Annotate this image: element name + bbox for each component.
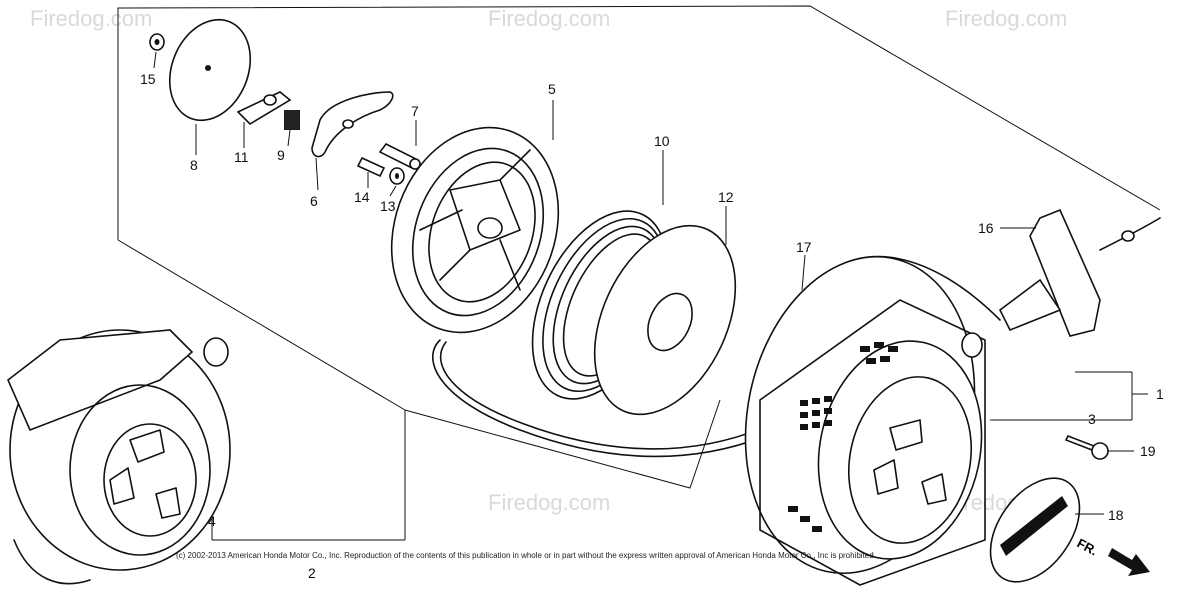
callout-15: 15	[140, 71, 156, 87]
part-pin-7	[378, 120, 421, 170]
part-fan-cover-left	[7, 329, 231, 585]
callout-7: 7	[411, 103, 419, 119]
callout-13: 13	[380, 198, 396, 214]
copyright-notice: (c) 2002-2013 American Honda Motor Co., …	[176, 551, 876, 560]
part-friction-plate-6	[311, 91, 394, 191]
part-starter-grip-16	[998, 208, 1161, 337]
arrow-icon	[1108, 548, 1150, 576]
callout-5: 5	[548, 81, 556, 97]
part-nut-15	[149, 33, 165, 69]
callout-10: 10	[654, 133, 670, 149]
part-spring-9	[284, 110, 300, 147]
callout-1: 1	[1156, 386, 1164, 402]
callout-8: 8	[190, 157, 198, 173]
vent-slots	[788, 342, 898, 532]
part-emblem-18	[989, 477, 1104, 583]
part-reel-5	[390, 100, 560, 334]
watermark-top-right: Firedog.com	[945, 6, 1067, 31]
part-ratchet-11	[236, 91, 292, 148]
watermark-top-left: Firedog.com	[30, 6, 152, 31]
callout-11: 11	[234, 149, 249, 165]
callout-3: 3	[1088, 411, 1096, 427]
callout-6: 6	[310, 193, 318, 209]
callout-2: 2	[308, 565, 316, 581]
callout-12: 12	[718, 189, 734, 205]
callout-17: 17	[796, 239, 812, 255]
callout-18: 18	[1108, 507, 1124, 523]
callout-16: 16	[978, 220, 994, 236]
part-return-spring-12	[593, 206, 737, 416]
part-washer-13	[389, 167, 405, 197]
exploded-view-outline	[117, 5, 1161, 541]
callout-14: 14	[354, 189, 370, 205]
assembly-leaders	[990, 371, 1148, 421]
callout-4: 4	[208, 513, 216, 529]
part-bolt-19	[1064, 434, 1134, 460]
front-direction-indicator: FR.	[1075, 535, 1150, 576]
watermark-bottom-center: Firedog.com	[488, 490, 610, 515]
callouts: 1 2 3 4 5 6 7 8 9 10 11 12 13 14 15 16 1…	[140, 71, 1164, 581]
callout-9: 9	[277, 147, 285, 163]
part-cover-plate-8	[168, 18, 252, 155]
part-starter-case-3	[744, 255, 986, 586]
direction-label: FR.	[1075, 535, 1101, 558]
watermark-top-center: Firedog.com	[488, 6, 610, 31]
part-collar-14	[356, 156, 386, 188]
callout-19: 19	[1140, 443, 1156, 459]
